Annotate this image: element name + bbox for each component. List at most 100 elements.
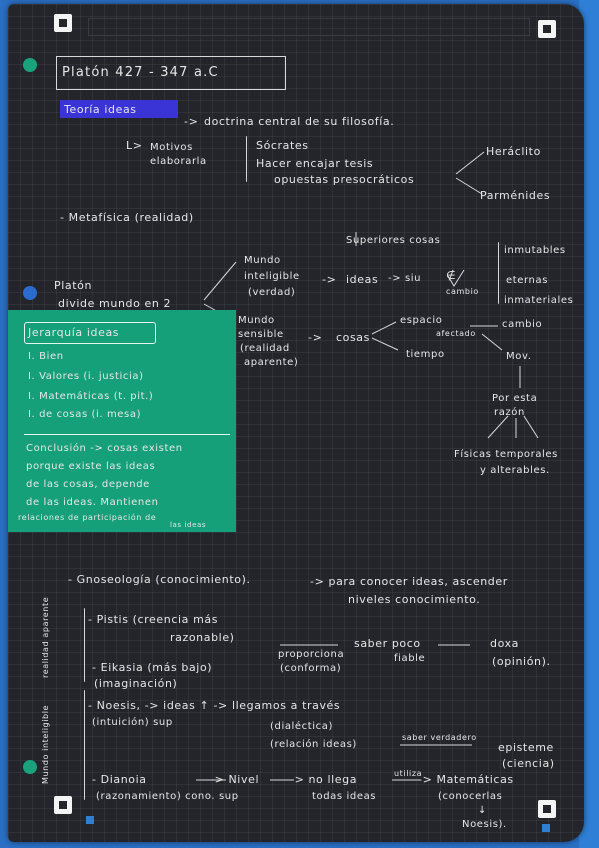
realidad-brace — [84, 608, 85, 682]
platon-label: Platón — [54, 279, 93, 292]
notebook-page: Platón 427 - 347 a.C Teoría ideas -> doc… — [8, 4, 584, 842]
dianoia-todas-ideas: todas ideas — [312, 791, 377, 802]
jerarquia-item-matematicas: I. Matemáticas (t. pit.) — [28, 391, 154, 402]
noesis-line-2: (intuición) sup — [92, 717, 173, 728]
corner-mark-top-left — [54, 14, 72, 32]
arrow-to-cosas: -> — [308, 331, 323, 344]
hook-arrow: L> — [126, 139, 143, 152]
conclusion-line-3: de las cosas, depende — [26, 479, 150, 490]
pistis-line-2: razonable) — [170, 631, 235, 644]
dianoia-matematicas: -> Matemáticas — [418, 773, 514, 786]
mundo-sensible-3: (realidad — [240, 343, 290, 354]
dianoia-down-arrow: ↓ — [478, 805, 487, 816]
attr-inmutables: inmutables — [504, 245, 566, 256]
jerarquia-item-cosas: I. de cosas (i. mesa) — [28, 409, 142, 420]
pistis-line-1: - Pistis (creencia más — [88, 613, 219, 626]
side-label-mundo: Mundo inteligible — [41, 704, 50, 784]
motivo-tesis: Hacer encajar tesis — [256, 157, 374, 170]
fiable: fiable — [394, 653, 426, 664]
attr-inmateriales: inmateriales — [504, 295, 574, 306]
title-box — [56, 56, 286, 90]
gnoseologia-heading: - Gnoseología (conocimiento). — [68, 573, 251, 586]
dianoia-nivel: -> Nivel — [210, 773, 260, 786]
cosas-word: cosas — [336, 331, 370, 344]
cambio-word: cambio — [502, 319, 543, 330]
superiores-cosas: Superiores cosas — [346, 235, 441, 246]
mundo-sensible-1: Mundo — [238, 315, 275, 326]
heraclito: Heráclito — [486, 145, 541, 158]
dianoia-no-llega: -> no llega — [290, 773, 358, 786]
noesis-relacion: (relación ideas) — [270, 739, 357, 750]
side-label-realidad: realidad aparente — [41, 596, 50, 678]
mundo-sensible-2: sensible — [238, 329, 284, 340]
ideas-word: ideas — [346, 273, 379, 286]
motivos-brace — [246, 136, 247, 182]
episteme: episteme — [498, 741, 554, 754]
corner-mark-top-right — [538, 20, 556, 38]
mundo-brace — [84, 690, 85, 800]
metafisica-heading: - Metafísica (realidad) — [60, 211, 194, 224]
conforma: (conforma) — [280, 663, 342, 674]
arrow-to-ideas: -> — [322, 273, 337, 286]
siu-label: -> siu — [388, 273, 422, 284]
opinion: (opinión). — [492, 655, 551, 668]
alterables: y alterables. — [480, 465, 550, 476]
mundo-inteligible-3: (verdad) — [248, 287, 296, 298]
not-in-symbol: ∉ — [446, 269, 457, 282]
conclusion-line-5: relaciones de participación de — [18, 513, 157, 522]
gnoseologia-text-2: niveles conocimiento. — [348, 593, 481, 606]
dianoia-label: - Dianoia — [92, 773, 147, 786]
binder-hole — [23, 58, 37, 72]
mundo-sensible-4: aparente) — [244, 357, 299, 368]
conclusion-line-4: de las ideas. Mantienen — [26, 497, 159, 508]
connector-arrows — [196, 151, 539, 781]
noesis-line-1: - Noesis, -> ideas ↑ -> llegamos a travé… — [88, 699, 341, 712]
eikasia-line-1: - Eikasia (más bajo) — [92, 661, 213, 674]
dianoia-noesis: Noesis). — [462, 819, 507, 830]
espacio-word: espacio — [400, 315, 443, 326]
dianoia-conocerlas: (conocerlas — [438, 791, 503, 802]
cambio-small: cambio — [446, 287, 479, 296]
teoria-arrow: -> — [184, 115, 199, 128]
blue-square-mark — [542, 824, 550, 832]
conclusion-line-2: porque existe las ideas — [26, 461, 156, 472]
gnoseologia-text: -> para conocer ideas, ascender — [310, 575, 508, 588]
dianoia-razonamiento: (razonamiento) cono. sup — [96, 791, 239, 802]
jerarquia-item-valores: I. Valores (i. justicia) — [28, 371, 144, 382]
dianoia-utiliza: utiliza — [394, 769, 423, 778]
highlight-teoria — [60, 100, 178, 118]
razon-word: razón — [494, 407, 525, 418]
page-title: Platón 427 - 347 a.C — [62, 65, 219, 80]
divide-mundo: divide mundo en 2 — [58, 297, 172, 310]
mov-word: Mov. — [506, 351, 532, 362]
corner-mark-bottom-left — [54, 796, 72, 814]
saber-verdadero: saber verdadero — [402, 733, 477, 742]
header-bar — [88, 18, 530, 36]
blue-square-mark — [86, 816, 94, 824]
jerarquia-sticky-note — [8, 310, 236, 532]
jerarquia-item-bien: I. Bien — [28, 351, 64, 362]
fisicas-temporales: Físicas temporales — [454, 449, 558, 460]
noesis-dialectica: (dialéctica) — [270, 721, 334, 732]
motivos-label-2: elaborarla — [150, 156, 207, 167]
motivo-socrates: Sócrates — [256, 139, 309, 152]
motivo-presocraticos: opuestas presocráticos — [274, 173, 415, 186]
binder-hole — [23, 760, 37, 774]
jerarquia-heading: Jerarquía ideas — [28, 326, 120, 339]
ciencia: (ciencia) — [502, 757, 555, 770]
binder-hole — [23, 286, 37, 300]
teoria-description: doctrina central de su filosofía. — [204, 115, 395, 128]
jerarquia-heading-box — [24, 322, 156, 344]
mundo-inteligible-2: inteligible — [244, 271, 300, 282]
doxa: doxa — [490, 637, 520, 650]
parmenides: Parménides — [480, 189, 551, 202]
sticky-divider — [24, 434, 230, 435]
motivos-label: Motivos — [150, 142, 193, 153]
tiempo-word: tiempo — [406, 349, 445, 360]
por-esta: Por esta — [492, 393, 538, 404]
afectado-word: afectado — [436, 329, 476, 338]
proporciona: proporciona — [278, 649, 345, 660]
saber-poco: saber poco — [354, 637, 421, 650]
conclusion-line-1: Conclusión -> cosas existen — [26, 443, 183, 454]
attr-eternas: eternas — [506, 275, 549, 286]
